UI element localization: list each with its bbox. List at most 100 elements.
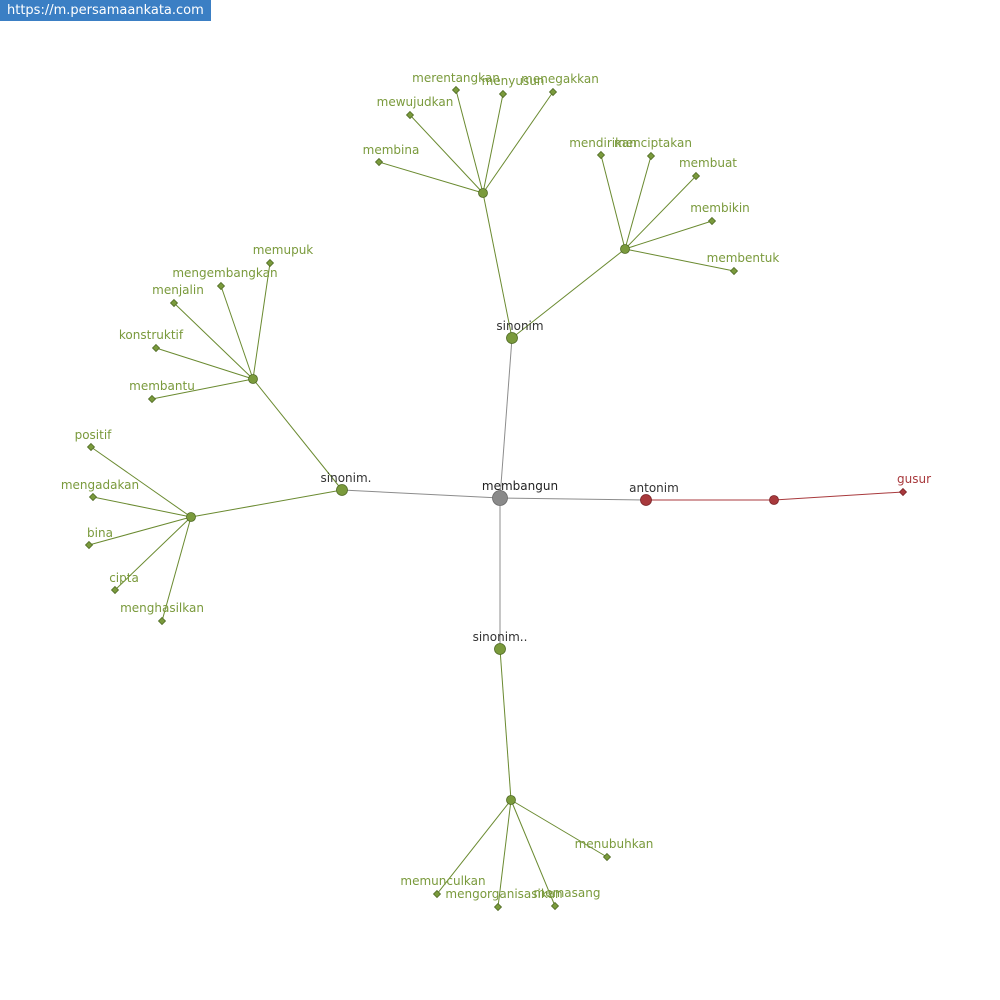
node-w5[interactable] [548, 87, 558, 97]
edge-g2-w6 [600, 154, 626, 250]
label-w5[interactable]: menegakkan [521, 72, 599, 86]
label-w22[interactable]: memunculkan [400, 874, 485, 888]
label-w18[interactable]: bina [87, 526, 113, 540]
node-w3[interactable] [451, 85, 461, 95]
edge-g2-w8 [624, 175, 697, 250]
edge-s2-g3 [252, 378, 343, 491]
label-w2[interactable]: mewujudkan [377, 95, 454, 109]
node-w14[interactable] [151, 343, 161, 353]
edge-g3-w15 [151, 378, 254, 400]
node-w22[interactable] [432, 889, 442, 899]
node-w9[interactable] [707, 216, 717, 226]
label-w20[interactable]: menghasilkan [120, 601, 204, 615]
label-s3[interactable]: sinonim.. [473, 630, 528, 644]
edge-g1-w1 [378, 161, 484, 194]
edge-g3-w11 [252, 262, 271, 380]
label-w19[interactable]: cipta [109, 571, 139, 585]
node-w19[interactable] [110, 585, 120, 595]
label-root[interactable]: membangun [482, 479, 558, 493]
edge-g3-w12 [220, 285, 254, 380]
node-w17[interactable] [88, 492, 98, 502]
edge-g5-w22 [436, 799, 512, 895]
node-w1[interactable] [374, 157, 384, 167]
edge-root-s2 [341, 489, 501, 499]
edge-g1-w5 [482, 91, 554, 194]
node-a1[interactable] [640, 494, 652, 506]
label-w14[interactable]: konstruktif [119, 328, 184, 342]
edge-g3-w13 [173, 302, 254, 380]
node-w23[interactable] [493, 902, 503, 912]
label-w9[interactable]: membikin [690, 201, 750, 215]
label-s2[interactable]: sinonim. [321, 471, 372, 485]
node-s2[interactable] [336, 484, 348, 496]
label-w8[interactable]: membuat [679, 156, 737, 170]
graph-edges [88, 89, 904, 908]
node-w4[interactable] [498, 89, 508, 99]
label-w1[interactable]: membina [363, 143, 420, 157]
edge-g1-w4 [482, 93, 504, 194]
label-w10[interactable]: membentuk [707, 251, 780, 265]
label-w3[interactable]: merentangkan [412, 71, 500, 85]
label-w15[interactable]: membantu [129, 379, 195, 393]
node-w21[interactable] [602, 852, 612, 862]
node-w15[interactable] [147, 394, 157, 404]
node-w12[interactable] [216, 281, 226, 291]
node-g2[interactable] [620, 244, 630, 254]
label-s1[interactable]: sinonim [496, 319, 543, 333]
label-w17[interactable]: mengadakan [61, 478, 139, 492]
node-s3[interactable] [494, 643, 506, 655]
edge-g1-w3 [455, 89, 484, 194]
node-w16[interactable] [86, 442, 96, 452]
edge-g4-w19 [114, 516, 192, 591]
label-w4[interactable]: menyusun [482, 74, 545, 88]
edge-g1-w2 [409, 114, 484, 194]
label-w6[interactable]: mendirikan [569, 136, 637, 150]
edge-s2-g4 [190, 489, 343, 518]
edge-g2-w7 [624, 155, 652, 250]
label-w12[interactable]: mengembangkan [172, 266, 277, 280]
edge-g4-w20 [161, 516, 192, 622]
label-w11[interactable]: memupuk [253, 243, 314, 257]
label-w21[interactable]: menubuhkan [575, 837, 654, 851]
label-w7[interactable]: menciptakan [614, 136, 692, 150]
label-a1[interactable]: antonim [629, 481, 679, 495]
node-w25[interactable] [898, 487, 908, 497]
label-w23[interactable]: mengorganisasikan [445, 887, 562, 901]
node-w13[interactable] [169, 298, 179, 308]
node-g4[interactable] [186, 512, 196, 522]
node-g5[interactable] [506, 795, 516, 805]
node-g3[interactable] [248, 374, 258, 384]
label-w24[interactable]: memasang [534, 886, 601, 900]
node-w8[interactable] [691, 171, 701, 181]
node-root[interactable] [492, 490, 508, 506]
edge-g3-w14 [155, 347, 254, 380]
edge-g5-w23 [497, 799, 512, 908]
node-w18[interactable] [84, 540, 94, 550]
edge-s3-g5 [499, 648, 512, 801]
label-w25[interactable]: gusur [897, 472, 931, 486]
label-w16[interactable]: positif [75, 428, 113, 442]
node-w20[interactable] [157, 616, 167, 626]
node-w2[interactable] [405, 110, 415, 120]
edge-root-s1 [499, 337, 513, 499]
edge-root-a1 [499, 497, 647, 501]
node-g1[interactable] [478, 188, 488, 198]
node-w10[interactable] [729, 266, 739, 276]
edge-g2-w9 [624, 220, 713, 250]
node-w7[interactable] [646, 151, 656, 161]
node-ga[interactable] [769, 495, 779, 505]
edge-s1-g2 [511, 248, 626, 339]
label-w13[interactable]: menjalin [152, 283, 204, 297]
node-s1[interactable] [506, 332, 518, 344]
edge-g4-w16 [90, 446, 192, 518]
edge-g5-w21 [510, 799, 608, 858]
edge-g2-w10 [624, 248, 735, 272]
graph-nodes [84, 85, 908, 912]
node-w6[interactable] [596, 150, 606, 160]
source-link[interactable]: https://m.persamaankata.com [0, 0, 211, 21]
graph-labels: membangun sinonim sinonim. sinonim.. antonim… [61, 71, 931, 901]
node-w11[interactable] [265, 258, 275, 268]
node-w24[interactable] [550, 901, 560, 911]
edge-g4-w18 [88, 516, 192, 546]
